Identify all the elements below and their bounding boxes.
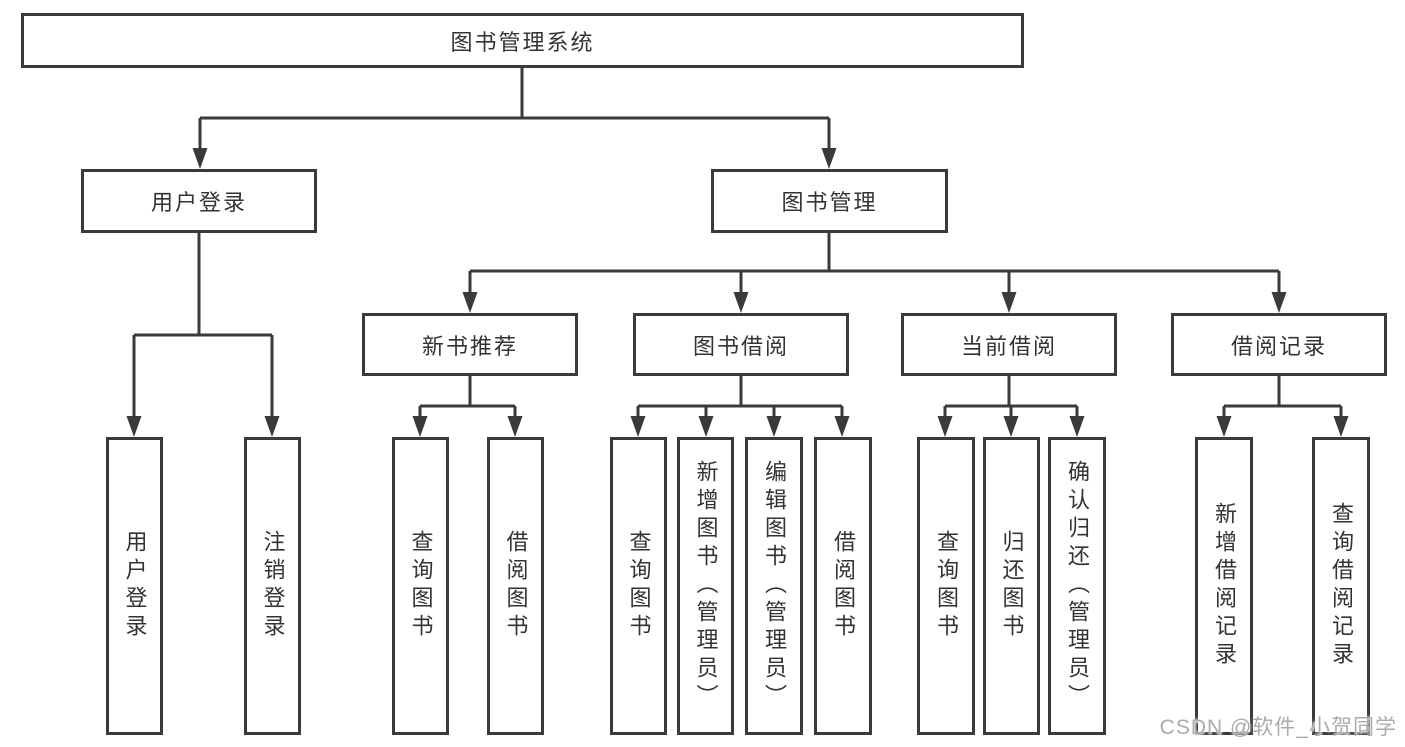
leaf-query-books-current: 查询图书	[917, 437, 975, 735]
leaf-confirm-return-admin: 确认归还（管理员）	[1048, 437, 1106, 735]
leaf-add-borrow-record: 新增借阅记录	[1195, 437, 1253, 735]
arrowheads	[126, 148, 1349, 437]
leaf-add-book-admin: 新增图书（管理员）	[677, 437, 734, 735]
node-current-borrowing: 当前借阅	[901, 313, 1117, 376]
leaf-query-books-borrowing: 查询图书	[610, 437, 667, 735]
csdn-watermark: CSDN @软件_小贺同学	[1159, 716, 1397, 739]
node-book-borrowing: 图书借阅	[633, 313, 849, 376]
node-user-login: 用户登录	[81, 169, 317, 233]
node-book-management: 图书管理	[711, 169, 948, 233]
leaf-return-books: 归还图书	[983, 437, 1040, 735]
leaf-edit-book-admin: 编辑图书（管理员）	[745, 437, 803, 735]
leaf-user-login: 用户登录	[106, 437, 163, 735]
leaf-query-borrow-record: 查询借阅记录	[1312, 437, 1370, 735]
leaf-borrow-books-borrowing: 借阅图书	[814, 437, 872, 735]
node-borrowing-records: 借阅记录	[1171, 313, 1387, 376]
leaf-query-books-recommend: 查询图书	[392, 437, 449, 735]
leaf-logout: 注销登录	[244, 437, 301, 735]
node-new-book-recommendation: 新书推荐	[362, 313, 578, 376]
node-library-system: 图书管理系统	[21, 13, 1024, 68]
leaf-borrow-books-recommend: 借阅图书	[487, 437, 544, 735]
